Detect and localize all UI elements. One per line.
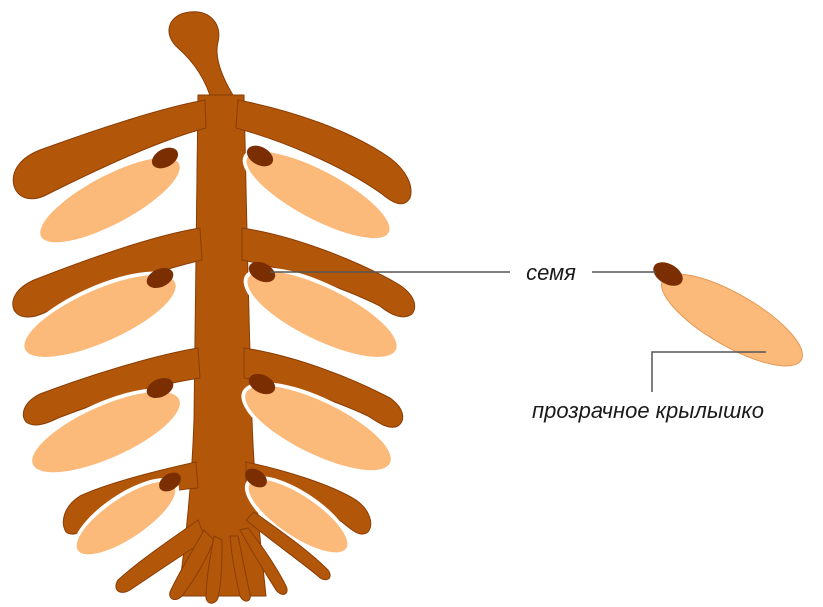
seed-label: семя [526,260,576,285]
wing-label: прозрачное крылышко [532,398,764,423]
wing-leader [652,352,766,392]
pine-cone [9,12,414,603]
detached-seed [649,257,814,382]
cone-stem [169,12,236,102]
